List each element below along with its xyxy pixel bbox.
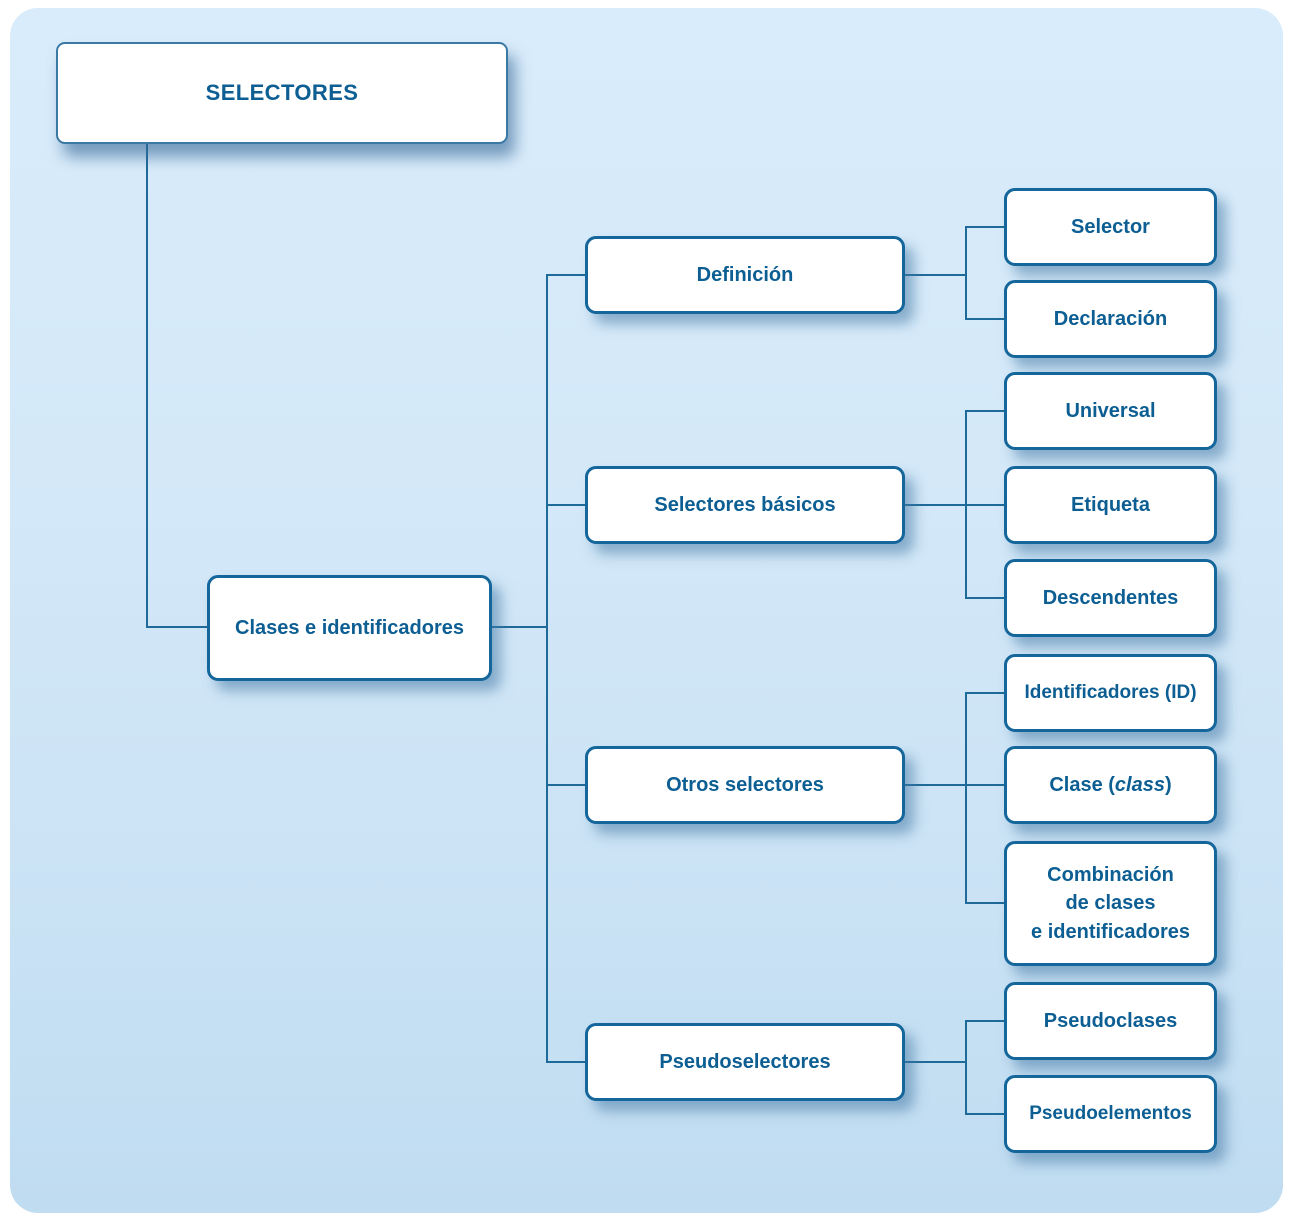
connector-right-spine-1: [965, 226, 967, 320]
node-etiqueta-label: Etiqueta: [1071, 493, 1150, 516]
connector-left-spine: [546, 274, 548, 1063]
connector-stub-clase: [965, 784, 1006, 786]
connector-mid4-to-spine: [905, 1061, 966, 1063]
node-declaracion-label: Declaración: [1053, 307, 1168, 330]
connector-stub-combinacion: [965, 902, 1006, 904]
node-pseudoclases: Pseudoclases: [1004, 982, 1217, 1060]
node-clase-class-label: Clase (class): [1049, 773, 1172, 796]
node-pseudoselectores: Pseudoselectores: [585, 1023, 905, 1101]
connector-mid1-to-spine: [905, 274, 966, 276]
connector-mid2-to-spine: [905, 504, 966, 506]
node-clases-e-identificadores-label: Clases e identificadores: [235, 616, 464, 639]
connector-right-spine-3: [965, 692, 967, 904]
node-selectores-basicos: Selectores básicos: [585, 466, 905, 544]
node-selectores: SELECTORES: [56, 42, 508, 144]
connector-stub-pseudoclases: [965, 1020, 1006, 1022]
node-selector: Selector: [1004, 188, 1217, 266]
node-otros-selectores: Otros selectores: [585, 746, 905, 824]
connector-stub-descendentes: [965, 597, 1006, 599]
connector-stub-definicion: [546, 274, 586, 276]
connector-trunk-to-spine: [492, 626, 547, 628]
node-pseudoselectores-label: Pseudoselectores: [659, 1050, 831, 1073]
node-pseudoclases-label: Pseudoclases: [1043, 1009, 1178, 1032]
node-combinacion-line-2: de clases: [1065, 892, 1156, 915]
node-selectores-basicos-label: Selectores básicos: [654, 493, 836, 516]
node-selector-label: Selector: [1071, 215, 1150, 238]
node-combinacion-line-1: Combinación: [1047, 863, 1174, 886]
node-clases-e-identificadores: Clases e identificadores: [207, 575, 492, 681]
connector-stub-selector: [965, 226, 1006, 228]
connector-right-spine-4: [965, 1020, 967, 1115]
node-identificadores-id-label: Identificadores (ID): [1024, 681, 1197, 703]
node-otros-selectores-label: Otros selectores: [666, 773, 824, 796]
connector-root-vertical: [146, 144, 148, 628]
connector-stub-identificadores: [965, 692, 1006, 694]
connector-mid3-to-spine: [905, 784, 966, 786]
node-identificadores-id: Identificadores (ID): [1004, 654, 1217, 732]
node-combinacion-clases-identificadores: Combinación de clases e identificadores: [1004, 841, 1217, 966]
node-definicion-label: Definición: [696, 263, 794, 286]
node-etiqueta: Etiqueta: [1004, 466, 1217, 544]
node-universal-label: Universal: [1065, 399, 1156, 422]
node-clase-class: Clase (class): [1004, 746, 1217, 824]
node-descendentes-label: Descendentes: [1042, 586, 1179, 609]
connector-stub-pseudoelementos: [965, 1113, 1006, 1115]
connector-stub-pseudo: [546, 1061, 586, 1063]
node-combinacion-line-3: e identificadores: [1031, 920, 1190, 943]
connector-stub-declaracion: [965, 318, 1006, 320]
node-definicion: Definición: [585, 236, 905, 314]
connector-stub-basicos: [546, 504, 586, 506]
node-universal: Universal: [1004, 372, 1217, 450]
node-descendentes: Descendentes: [1004, 559, 1217, 637]
connector-stub-otros: [546, 784, 586, 786]
node-pseudoelementos: Pseudoelementos: [1004, 1075, 1217, 1153]
connector-stub-universal: [965, 410, 1006, 412]
connector-stub-etiqueta: [965, 504, 1006, 506]
node-declaracion: Declaración: [1004, 280, 1217, 358]
node-selectores-label: SELECTORES: [205, 80, 359, 106]
node-pseudoelementos-label: Pseudoelementos: [1029, 1102, 1192, 1124]
connector-root-horizontal: [146, 626, 207, 628]
